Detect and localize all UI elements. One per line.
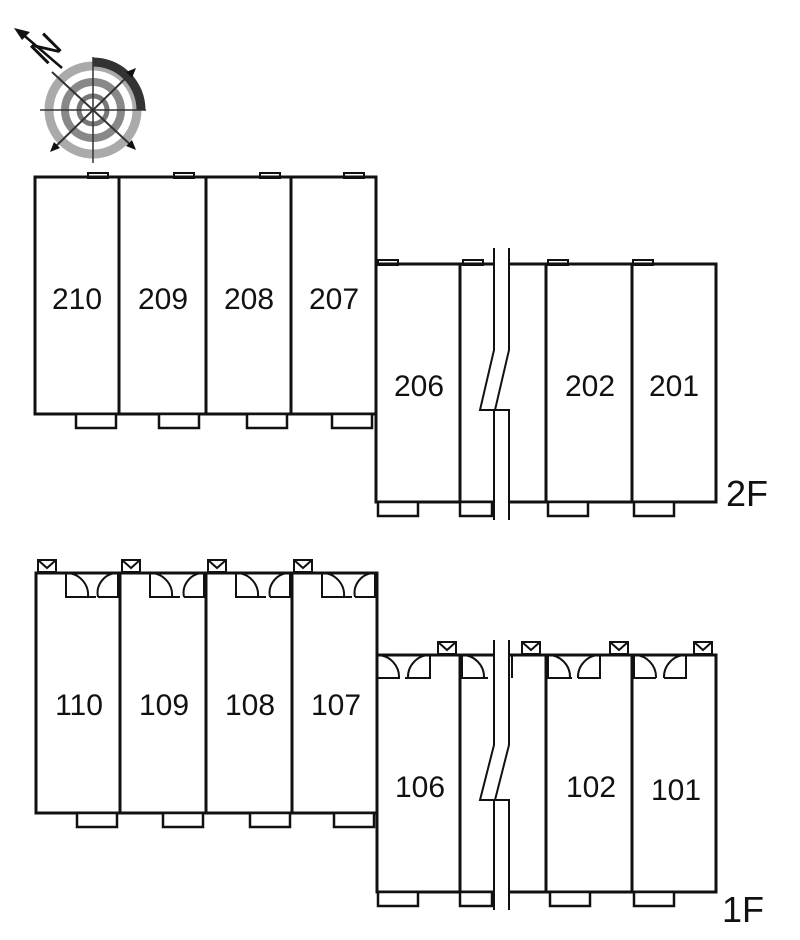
floor-1f: 110 109 108 107 106 102 101 1F bbox=[34, 559, 764, 930]
unit-101: 101 bbox=[651, 774, 701, 807]
balcony bbox=[546, 500, 590, 518]
balcony bbox=[376, 890, 420, 908]
unit-106: 106 bbox=[395, 771, 445, 804]
unit-107: 107 bbox=[311, 689, 361, 722]
balcony bbox=[376, 500, 420, 518]
unit-210: 210 bbox=[52, 283, 102, 316]
unit-102: 102 bbox=[566, 771, 616, 804]
unit-108: 108 bbox=[225, 689, 275, 722]
unit-209: 209 bbox=[138, 283, 188, 316]
floor-2f: 210 209 208 207 206 202 201 2F bbox=[33, 172, 768, 520]
compass-icon bbox=[14, 28, 146, 163]
balcony bbox=[632, 500, 676, 518]
balcony bbox=[548, 890, 592, 908]
balcony bbox=[248, 811, 292, 829]
balcony bbox=[75, 811, 119, 829]
unit-110: 110 bbox=[55, 689, 103, 722]
unit-109: 109 bbox=[139, 689, 189, 722]
floor-label-2f: 2F bbox=[726, 473, 768, 514]
balcony bbox=[161, 811, 205, 829]
balcony bbox=[332, 811, 376, 829]
balcony bbox=[74, 412, 118, 430]
unit-207: 207 bbox=[309, 283, 359, 316]
balcony bbox=[458, 890, 494, 908]
unit-202: 202 bbox=[565, 370, 615, 403]
door-swings-right bbox=[376, 653, 687, 679]
north-letter: N bbox=[22, 25, 69, 72]
unit-201: 201 bbox=[649, 370, 699, 403]
balcony bbox=[157, 412, 201, 430]
balcony bbox=[245, 412, 289, 430]
floor-label-1f: 1F bbox=[722, 889, 764, 930]
meter-icons bbox=[37, 559, 313, 573]
door-swings-left bbox=[65, 571, 376, 598]
unit-208: 208 bbox=[224, 283, 274, 316]
balcony bbox=[458, 500, 494, 518]
unit-206: 206 bbox=[394, 370, 444, 403]
balcony bbox=[632, 890, 676, 908]
balcony bbox=[330, 412, 374, 430]
meter-icons bbox=[437, 641, 713, 655]
